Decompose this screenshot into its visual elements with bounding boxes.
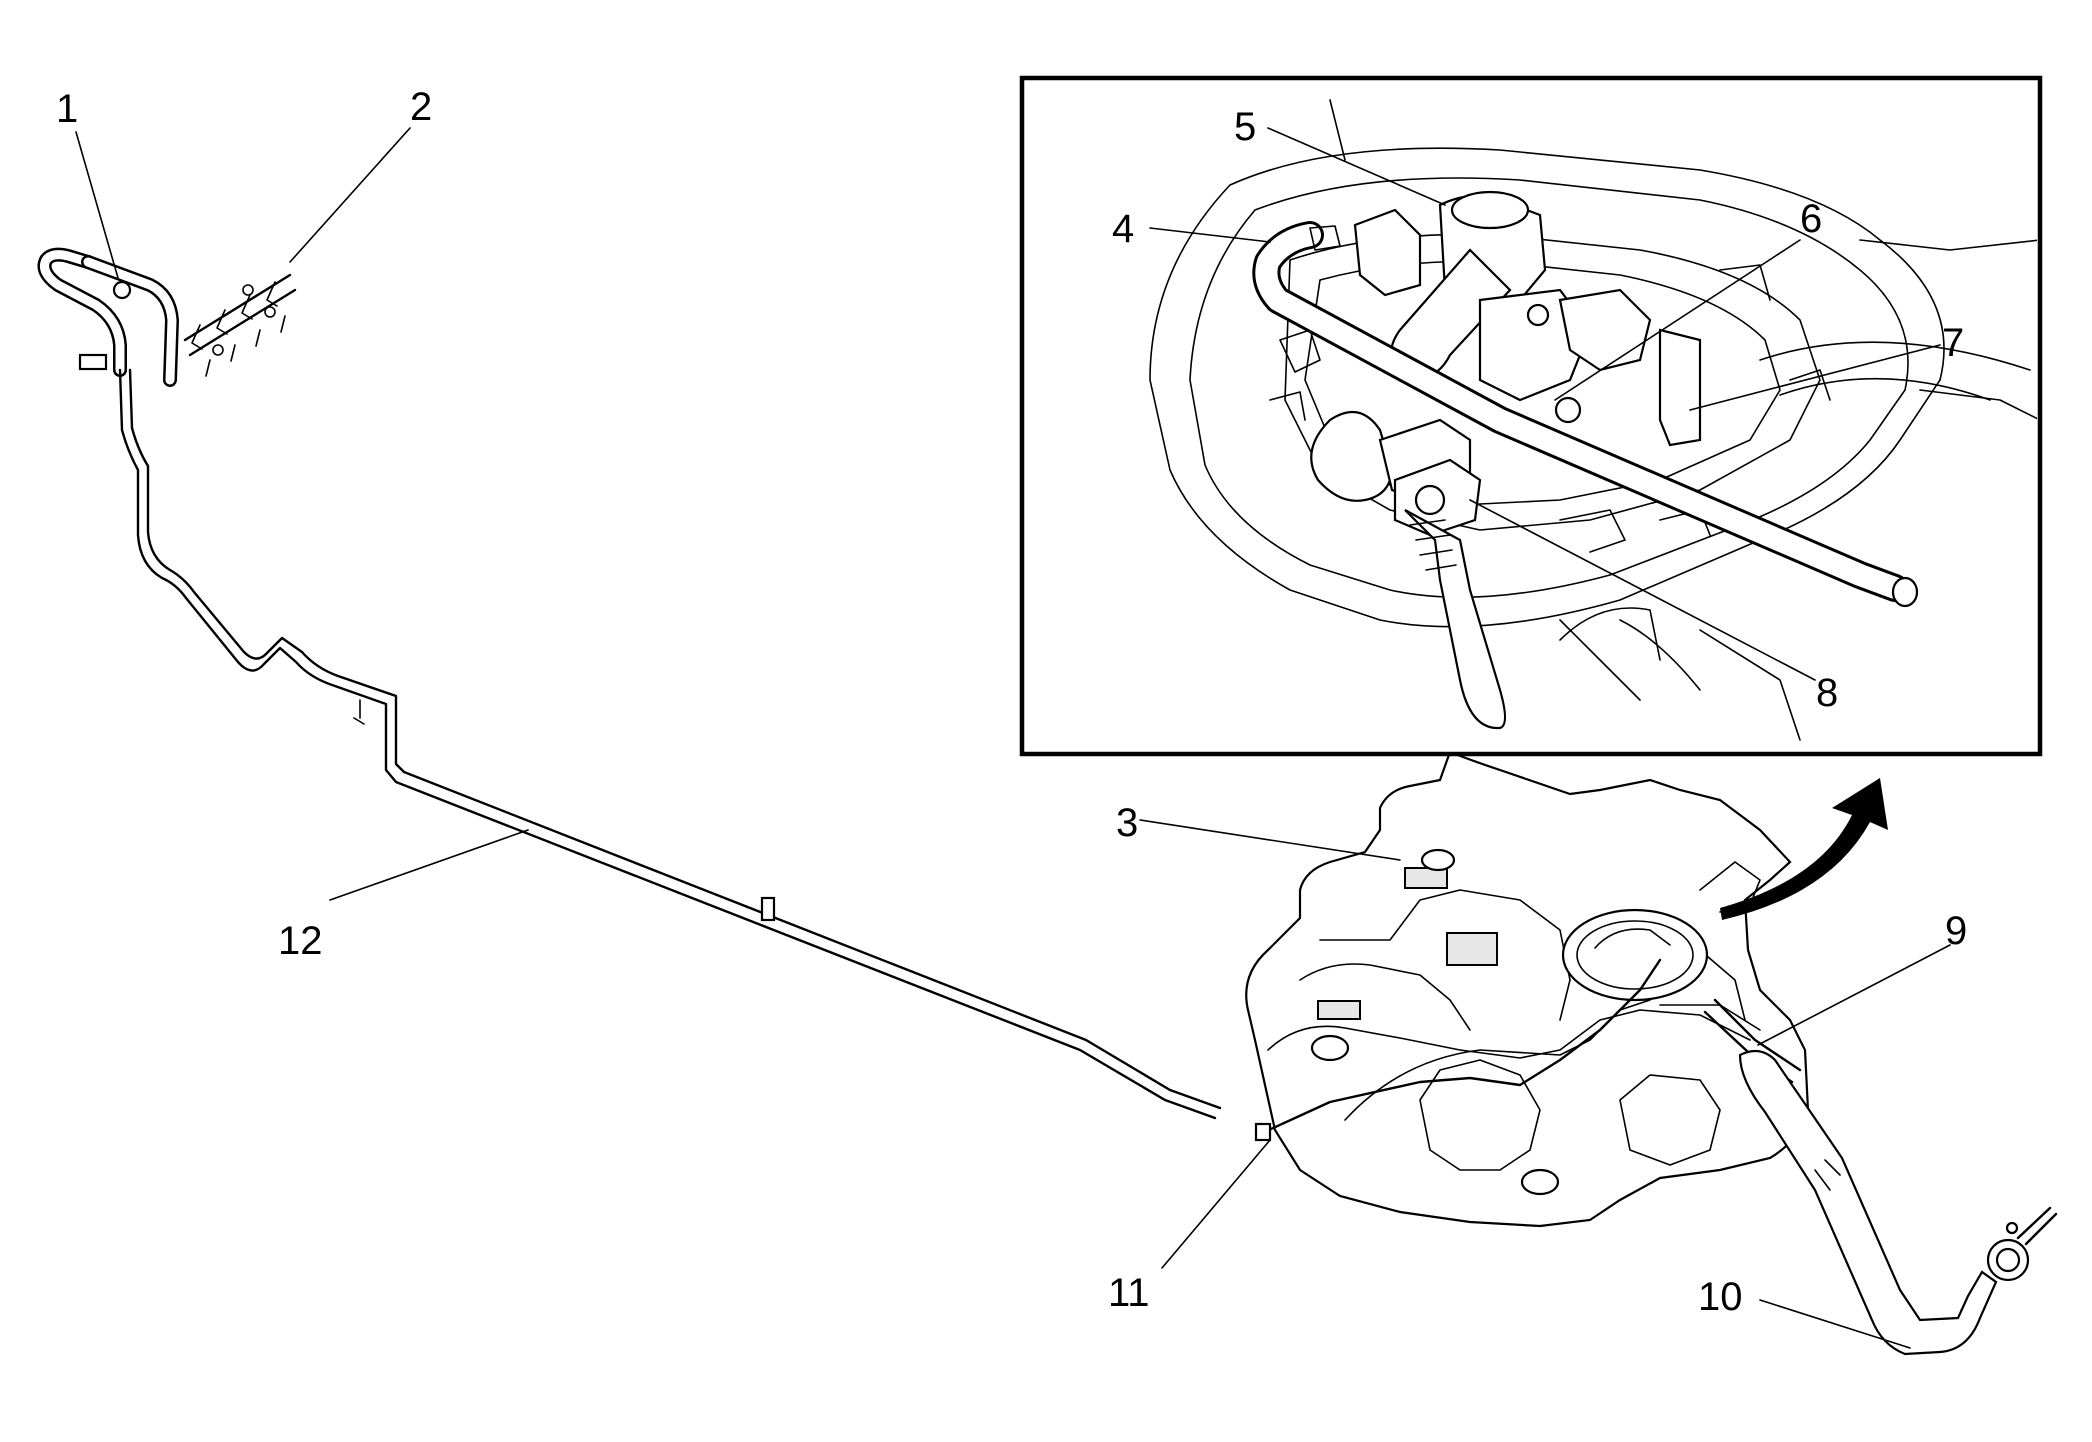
callout-1: 1: [56, 87, 78, 131]
callout-11: 11: [1108, 1271, 1150, 1315]
callout-3: 3: [1116, 801, 1138, 845]
evap-line: [1254, 958, 1662, 1142]
callout-12: 12: [278, 919, 323, 963]
callout-5: 5: [1234, 105, 1256, 149]
fuel-feed-pipe: [118, 368, 1222, 1120]
detail-inset: [1019, 75, 2043, 757]
detail-arrow: [1720, 778, 1888, 920]
fuel-filler-pipe: [1703, 998, 2058, 1356]
callout-labels: 1 2 3 4 5 6 7 8 9 10 11 12: [56, 85, 1967, 1319]
leader-lines: [75, 127, 1951, 1349]
callout-4: 4: [1112, 207, 1134, 251]
callout-8: 8: [1816, 671, 1838, 715]
callout-2: 2: [410, 85, 432, 129]
callout-10: 10: [1698, 1275, 1743, 1319]
callout-6: 6: [1800, 197, 1822, 241]
fuel-rail-assembly: [37, 247, 297, 387]
callout-7: 7: [1942, 321, 1964, 365]
fuel-tank: [1245, 750, 1810, 1228]
callout-9: 9: [1945, 909, 1967, 953]
